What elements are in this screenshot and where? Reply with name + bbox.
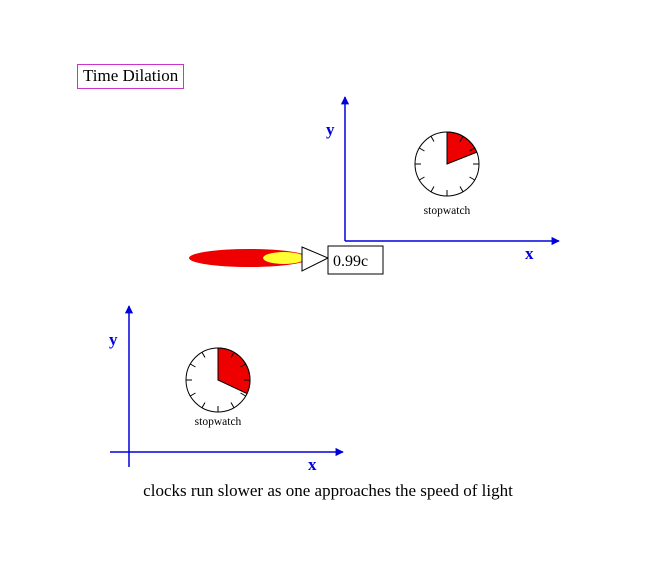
rest-stopwatch-label: stopwatch xyxy=(195,416,242,428)
rocket-flame-inner xyxy=(263,252,305,264)
stopwatch-tick xyxy=(201,402,206,408)
moving-stopwatch-elapsed-wedge xyxy=(446,131,478,165)
stopwatch-tick xyxy=(240,363,246,368)
stopwatch-tick xyxy=(459,186,464,192)
stopwatch-tick xyxy=(190,363,196,368)
rest-y-axis-label: y xyxy=(109,330,118,349)
caption-label: clocks run slower as one approaches the … xyxy=(143,481,513,500)
moving-y-axis-label: y xyxy=(326,120,335,139)
moving-stopwatch xyxy=(414,131,480,197)
stopwatch-tick xyxy=(430,136,435,142)
speed-box xyxy=(327,245,384,275)
speed-label: 0.99c xyxy=(333,253,368,270)
stopwatch-tick xyxy=(230,352,235,358)
stopwatch-tick xyxy=(419,176,425,181)
rest-stopwatch-elapsed-wedge xyxy=(217,347,251,395)
stopwatch-tick xyxy=(469,147,475,152)
rest-stopwatch-ticks xyxy=(186,348,250,412)
stopwatch-tick xyxy=(190,392,196,397)
stopwatch-tick xyxy=(419,147,425,152)
rest-x-axis-label: x xyxy=(308,455,317,474)
moving-frame: y x 0.99c stopwatch xyxy=(189,96,560,275)
moving-stopwatch-ticks xyxy=(415,132,479,196)
stopwatch-tick xyxy=(240,392,246,397)
moving-stopwatch-label: stopwatch xyxy=(424,205,471,217)
rest-frame: y x stopwatch xyxy=(109,305,344,474)
stopwatch-tick xyxy=(459,136,464,142)
stopwatch-tick xyxy=(430,186,435,192)
moving-x-axis-label: x xyxy=(525,244,534,263)
title-label: Time Dilation xyxy=(77,64,185,89)
stopwatch-tick xyxy=(469,176,475,181)
rocket-nose xyxy=(301,246,330,272)
stopwatch-tick xyxy=(201,352,206,358)
stopwatch-tick xyxy=(230,402,235,408)
rest-stopwatch xyxy=(185,347,251,413)
